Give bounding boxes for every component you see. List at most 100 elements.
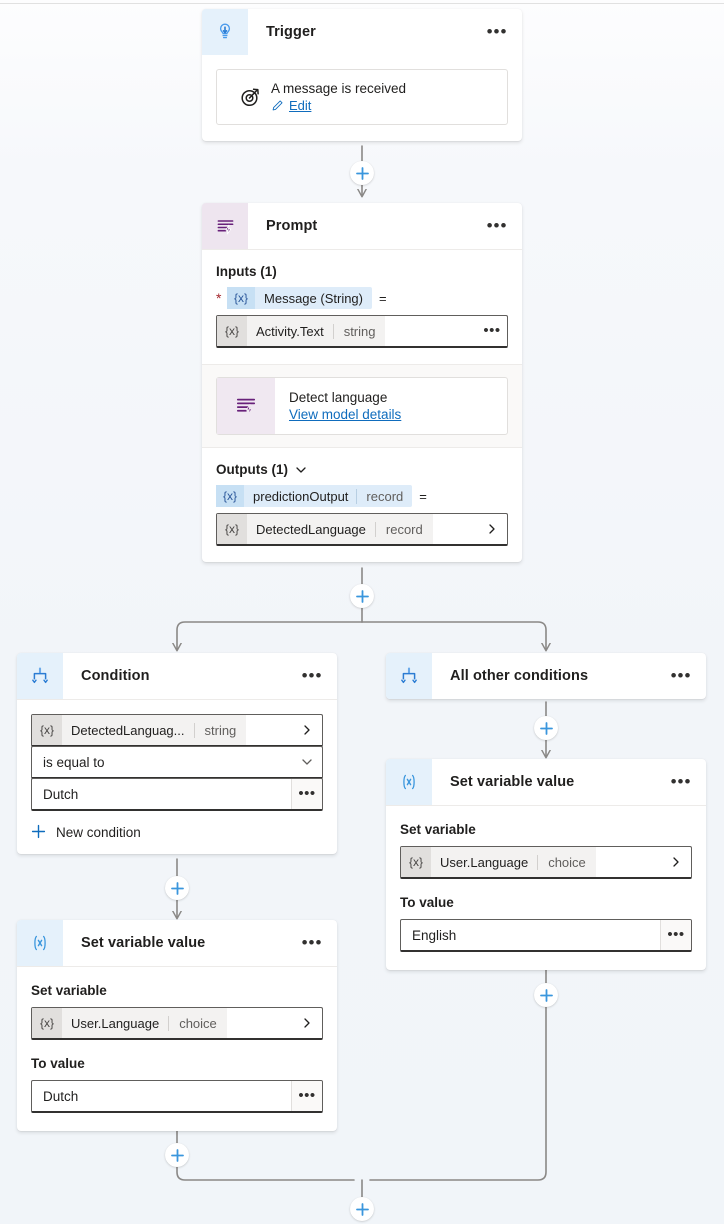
prompt-input-value-more-button[interactable]: ••• xyxy=(483,322,501,339)
set-variable-left-variable-field[interactable]: {x} User.Language choice xyxy=(31,1007,323,1040)
prompt-lines-bolt-icon xyxy=(202,203,248,249)
variable-x-icon: {x} xyxy=(32,715,63,745)
set-variable-right-body: Set variable {x} User.Language choice To… xyxy=(386,806,706,970)
condition-value: Dutch xyxy=(43,786,79,802)
condition-new-condition-label: New condition xyxy=(56,824,141,840)
set-variable-right-variable-type: choice xyxy=(537,854,596,870)
prompt-node[interactable]: Prompt ••• Inputs (1) * {x} Message (Str… xyxy=(202,203,522,562)
trigger-node-header[interactable]: Trigger ••• xyxy=(202,9,522,55)
add-step-after-prompt[interactable] xyxy=(350,584,374,608)
condition-node-body: {x} DetectedLanguag... string is equal t… xyxy=(17,700,337,854)
add-step-after-set-variable-right[interactable] xyxy=(534,983,558,1007)
chevron-down-icon[interactable] xyxy=(301,756,313,768)
condition-new-condition-button[interactable]: New condition xyxy=(31,824,323,840)
chevron-down-icon[interactable] xyxy=(295,464,307,476)
trigger-event-card[interactable]: A message is received Edit xyxy=(216,69,508,125)
prompt-output-name: predictionOutput xyxy=(253,488,349,504)
variable-x-icon: {x} xyxy=(32,1008,63,1038)
set-variable-left-to-value-field[interactable]: Dutch ••• xyxy=(31,1080,323,1113)
variable-x-icon: {x} xyxy=(401,847,432,877)
branch-fork-icon xyxy=(386,653,432,699)
condition-value-more-button[interactable]: ••• xyxy=(291,779,322,809)
trigger-node[interactable]: Trigger ••• A message is received xyxy=(202,9,522,141)
prompt-outputs-section: Outputs (1) {x} predictionOutput record … xyxy=(202,448,522,562)
prompt-lines-bolt-icon xyxy=(217,378,275,434)
condition-node-header[interactable]: Condition ••• xyxy=(17,653,337,699)
prompt-output-value-field[interactable]: {x} DetectedLanguage record xyxy=(216,513,508,546)
variable-x-icon xyxy=(386,759,432,805)
trigger-more-button[interactable]: ••• xyxy=(486,22,508,41)
trigger-event-texts: A message is received Edit xyxy=(271,81,406,113)
variable-x-icon: {x} xyxy=(217,514,248,544)
add-step-after-trigger[interactable] xyxy=(350,161,374,185)
prompt-outputs-label: Outputs (1) xyxy=(216,462,288,477)
prompt-model-details-link[interactable]: View model details xyxy=(289,407,402,422)
prompt-input-pill: {x} Message (String) xyxy=(227,287,372,309)
prompt-model-texts: Detect language View model details xyxy=(275,378,507,434)
condition-operand-field[interactable]: {x} DetectedLanguag... string xyxy=(31,714,323,747)
set-variable-left-to-value-more-button[interactable]: ••• xyxy=(291,1081,322,1111)
prompt-more-button[interactable]: ••• xyxy=(486,216,508,235)
set-variable-right-variable-token: {x} User.Language choice xyxy=(401,847,596,877)
condition-operator-dropdown[interactable]: is equal to xyxy=(31,746,323,779)
set-variable-left-more-button[interactable]: ••• xyxy=(301,933,323,952)
condition-node[interactable]: Condition ••• {x} DetectedLanguag... str… xyxy=(17,653,337,854)
set-variable-value-left-node[interactable]: Set variable value ••• Set variable {x} … xyxy=(17,920,337,1131)
prompt-node-title: Prompt xyxy=(266,218,318,234)
add-step-after-merge[interactable] xyxy=(350,1197,374,1221)
top-border-divider xyxy=(0,3,724,4)
all-other-conditions-node[interactable]: All other conditions ••• xyxy=(386,653,706,699)
set-variable-left-label: Set variable xyxy=(31,983,107,998)
trigger-edit-label: Edit xyxy=(289,98,312,113)
trigger-event-title: A message is received xyxy=(271,81,407,96)
set-variable-right-variable-field[interactable]: {x} User.Language choice xyxy=(400,846,692,879)
prompt-output-equals: = xyxy=(419,488,427,504)
all-other-conditions-header[interactable]: All other conditions ••• xyxy=(386,653,706,699)
prompt-node-header[interactable]: Prompt ••• xyxy=(202,203,522,249)
target-icon xyxy=(229,85,271,109)
condition-more-button[interactable]: ••• xyxy=(301,666,323,685)
set-variable-left-header[interactable]: Set variable value ••• xyxy=(17,920,337,966)
add-step-after-all-other-conditions[interactable] xyxy=(534,716,558,740)
set-variable-left-divider xyxy=(17,966,337,967)
prompt-inputs-section: Inputs (1) * {x} Message (String) = {x} … xyxy=(202,250,522,364)
add-step-after-condition[interactable] xyxy=(165,876,189,900)
set-variable-right-variable-name: User.Language xyxy=(440,854,529,870)
branch-fork-icon xyxy=(17,653,63,699)
prompt-input-value-token: {x} Activity.Text string xyxy=(217,316,386,346)
prompt-model-strip: Detect language View model details xyxy=(202,364,522,448)
trigger-edit-link[interactable]: Edit xyxy=(271,98,406,113)
set-variable-right-divider xyxy=(386,805,706,806)
prompt-output-value-type: record xyxy=(374,521,433,537)
chevron-right-icon[interactable] xyxy=(292,715,322,745)
trigger-node-title: Trigger xyxy=(266,24,316,40)
set-variable-left-to-value: Dutch xyxy=(43,1088,79,1104)
condition-value-field[interactable]: Dutch ••• xyxy=(31,778,323,811)
prompt-outputs-label-row[interactable]: Outputs (1) xyxy=(216,462,508,477)
prompt-model-card[interactable]: Detect language View model details xyxy=(216,377,508,435)
chevron-right-icon[interactable] xyxy=(292,1008,322,1038)
set-variable-right-to-value-more-button[interactable]: ••• xyxy=(660,920,691,950)
set-variable-right-header[interactable]: Set variable value ••• xyxy=(386,759,706,805)
set-variable-right-to-value-field[interactable]: English ••• xyxy=(400,919,692,952)
set-variable-left-variable-name: User.Language xyxy=(71,1015,160,1031)
add-step-after-set-variable-left[interactable] xyxy=(165,1143,189,1167)
chevron-right-icon[interactable] xyxy=(661,847,691,877)
required-marker: * xyxy=(216,290,222,306)
set-variable-value-right-node[interactable]: Set variable value ••• Set variable {x} … xyxy=(386,759,706,970)
variable-x-icon xyxy=(17,920,63,966)
set-variable-right-label: Set variable xyxy=(400,822,476,837)
prompt-output-pill: {x} predictionOutput record xyxy=(216,485,413,507)
condition-operand-name: DetectedLanguag... xyxy=(71,722,185,738)
set-variable-right-title: Set variable value xyxy=(450,774,575,790)
chevron-right-icon[interactable] xyxy=(477,514,507,544)
all-other-conditions-more-button[interactable]: ••• xyxy=(670,666,692,685)
prompt-input-name: Message (String) xyxy=(264,290,363,306)
trigger-node-body: A message is received Edit xyxy=(202,55,522,141)
prompt-input-value-type: string xyxy=(332,323,386,339)
set-variable-right-more-button[interactable]: ••• xyxy=(670,772,692,791)
variable-x-icon: {x} xyxy=(217,316,248,346)
prompt-input-value-field[interactable]: {x} Activity.Text string ••• xyxy=(216,315,508,348)
prompt-input-value-name: Activity.Text xyxy=(256,323,324,339)
